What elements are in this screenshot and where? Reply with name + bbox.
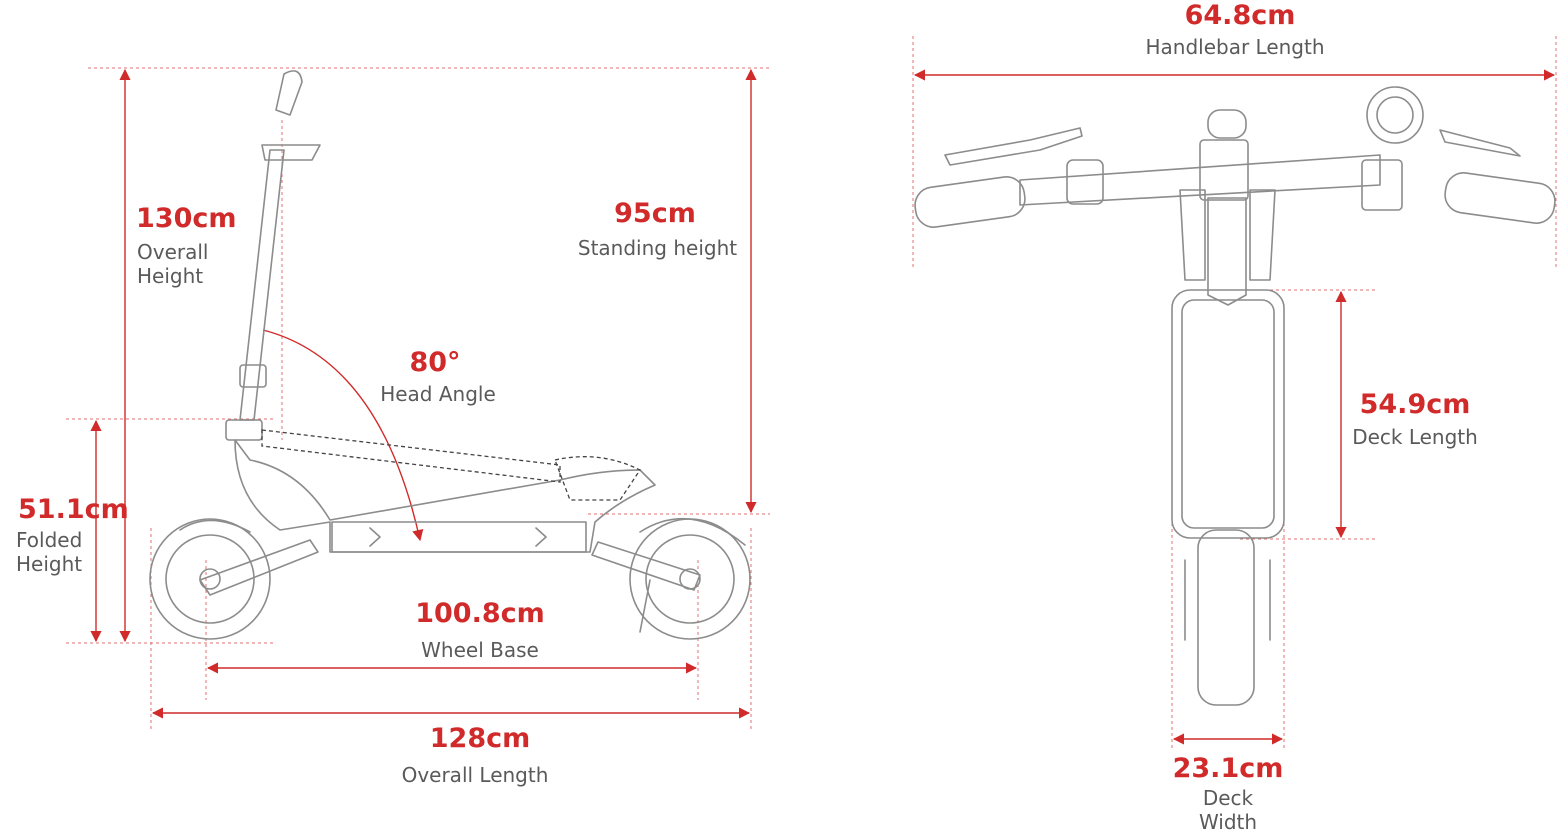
deck-length-caption: Deck Length (1352, 425, 1478, 449)
overall-height-caption-line2: Height (137, 264, 204, 288)
deck-width-caption: Deck Width (1178, 786, 1278, 834)
deck-length-value: 54.9cm (1359, 389, 1471, 420)
wheel-base-value: 100.8cm (415, 598, 545, 629)
deck (331, 521, 587, 553)
stem-top (1207, 197, 1247, 306)
handlebar-length-caption: Handlebar Length (1145, 35, 1325, 59)
folded-height-caption: Folded Height (16, 528, 82, 576)
handlebar-bar (1019, 154, 1381, 206)
rear-wheel (629, 518, 751, 640)
folded-height-value: 51.1cm (18, 494, 129, 525)
handlebar-length-value: 64.8cm (1184, 0, 1296, 31)
head-angle-value: 80° (409, 347, 461, 378)
front-wheel (149, 518, 271, 640)
overall-height-caption-line1: Overall (137, 240, 209, 264)
top-view-guides (912, 36, 1557, 750)
head-angle-caption: Head Angle (380, 382, 496, 406)
standing-height-value: 95cm (614, 198, 696, 229)
overall-height-value: 130cm (136, 203, 237, 234)
left-brake-lever (944, 127, 1083, 166)
side-view-scooter (149, 70, 751, 640)
head-angle-arc (262, 329, 424, 542)
folded-stem (261, 429, 561, 483)
side-view-guides (66, 67, 770, 732)
deck-width-caption-line1: Deck (1202, 786, 1254, 810)
folded-height-caption-line2: Height (16, 552, 83, 576)
side-view-dimensions (90, 68, 757, 719)
steering-stem (239, 149, 285, 421)
deck-top (1171, 289, 1285, 539)
overall-length-value: 128cm (429, 723, 531, 754)
top-view-scooter (914, 86, 1556, 706)
overall-length-caption: Overall Length (401, 763, 549, 787)
right-brake-lever (1439, 129, 1521, 157)
rear-fender (1197, 529, 1255, 706)
throttle-display (1366, 86, 1424, 144)
top-view-dimensions (913, 69, 1556, 745)
deck-width-caption-line2: Width (1198, 810, 1258, 834)
overall-height-caption: Overall Height (137, 240, 208, 288)
standing-height-caption: Standing height (577, 236, 738, 260)
folded-height-caption-line1: Folded (16, 528, 83, 552)
frame (234, 439, 656, 553)
deck-width-value: 23.1cm (1172, 753, 1284, 784)
wheel-base-caption: Wheel Base (421, 638, 539, 662)
left-grip (914, 176, 1026, 228)
right-grip (1444, 172, 1556, 224)
